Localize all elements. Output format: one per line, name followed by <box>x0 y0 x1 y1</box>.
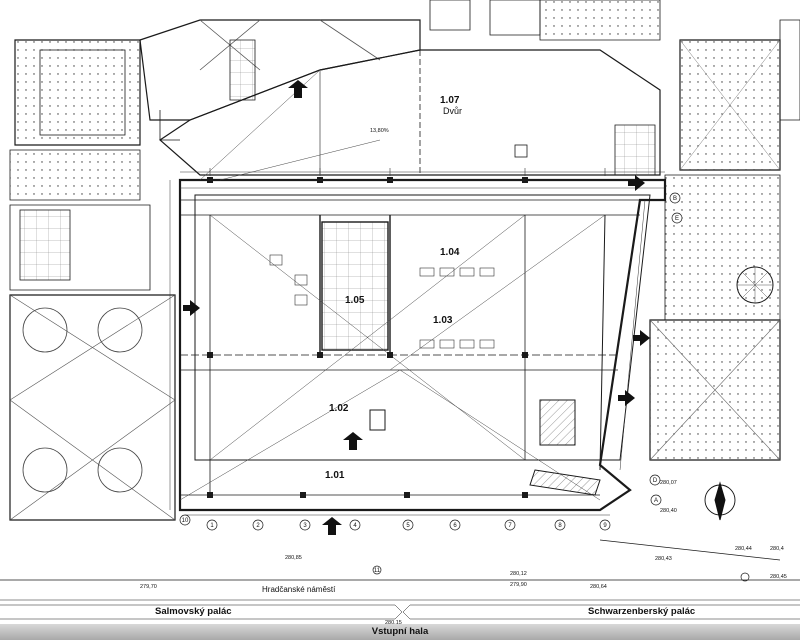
room-103-number: 1.03 <box>433 315 453 326</box>
level-right-1: 280,07 <box>660 480 677 486</box>
level-right-3: 280,44 <box>735 546 752 552</box>
level-right-4: 280,4 <box>770 546 784 552</box>
grid-label-8: 8 <box>558 523 562 529</box>
level-bottom-2: 280,12 <box>510 571 527 577</box>
level-labels: 280,07 280,40 280,44 280,4 280,45 280,43… <box>140 128 787 626</box>
room-104-number: 1.04 <box>440 247 460 258</box>
room-105-number: 1.05 <box>345 295 365 306</box>
level-bottom-4: 280,64 <box>590 584 607 590</box>
grid-axes <box>179 192 683 531</box>
room-107-number: 1.07 <box>440 95 460 106</box>
neighbor-building-right <box>649 174 781 461</box>
main-building <box>178 69 667 512</box>
street-name: Hradčanské náměstí <box>262 585 336 594</box>
building-left-name: Salmovský palác <box>155 606 232 617</box>
level-left: 279,70 <box>140 584 157 590</box>
grid-label-4: 4 <box>353 523 357 529</box>
grid-label-9: 9 <box>603 523 607 529</box>
level-right-6: 280,43 <box>655 556 672 562</box>
grid-label-1: 1 <box>210 523 214 529</box>
entrance-arrows <box>183 80 650 535</box>
grid-label-10: 10 <box>182 518 189 524</box>
grid-label-2: 2 <box>256 523 260 529</box>
level-diagonal: 13,80% <box>370 128 389 134</box>
grid-label-3: 3 <box>303 523 307 529</box>
entrance-hall-title: Vstupní hala <box>371 626 429 637</box>
grid-label-d: D <box>653 478 658 484</box>
neighbor-building-left <box>9 149 176 521</box>
street-lines <box>0 539 800 620</box>
grid-axis-labels: 1 2 3 4 5 6 7 8 9 B E D A 10 11 <box>182 196 679 574</box>
level-bottom-3: 279,90 <box>510 582 527 588</box>
room-107-name: Dvůr <box>443 106 462 116</box>
bottom-band <box>0 624 800 640</box>
grid-label-11: 11 <box>374 568 381 574</box>
room-labels: 1.07 Dvůr 1.04 1.05 1.03 1.02 1.01 <box>325 95 462 481</box>
building-right-name: Schwarzenberský palác <box>588 606 695 617</box>
grid-label-e: E <box>675 216 679 222</box>
grid-label-b: B <box>673 196 677 202</box>
level-right-2: 280,40 <box>660 508 677 514</box>
room-102-number: 1.02 <box>329 403 349 414</box>
grid-label-a: A <box>654 498 658 504</box>
level-right-5: 280,45 <box>770 574 787 580</box>
neighbor-buildings-top <box>14 0 800 171</box>
grid-label-7: 7 <box>508 523 512 529</box>
room-101-number: 1.01 <box>325 470 345 481</box>
dimension-lines <box>169 168 665 516</box>
street-labels: Hradčanské náměstí Salmovský palác Schwa… <box>155 585 695 617</box>
courtyard <box>159 49 661 176</box>
level-bottom-1: 280,85 <box>285 555 302 561</box>
grid-label-5: 5 <box>406 523 410 529</box>
north-arrow-icon <box>704 481 736 521</box>
grid-label-6: 6 <box>453 523 457 529</box>
level-footer: 280,15 <box>385 620 402 626</box>
